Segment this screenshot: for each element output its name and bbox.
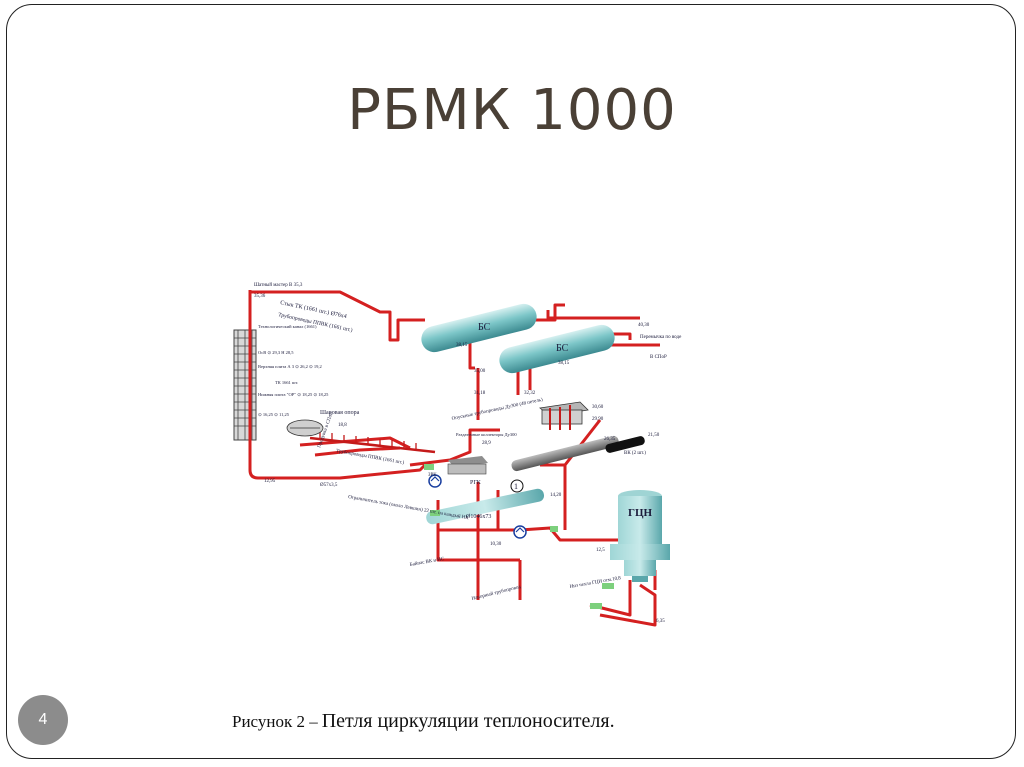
black-header	[605, 436, 645, 453]
label-side-1: ОсВ ⊙ 29,3 Н 28,5	[258, 350, 294, 356]
label-elev-125: 12,5	[596, 548, 605, 553]
label-elev-1030: 10,30	[490, 542, 502, 547]
reactor-core-stack	[233, 329, 257, 441]
downcomer-manifold	[539, 401, 589, 430]
label-elev-3815b: 38,15	[558, 361, 570, 366]
label-to-sspr: В СПоР	[650, 355, 667, 360]
label-d57: Ø57x3,5	[320, 483, 338, 488]
steam-separator-1	[421, 303, 537, 353]
circulation-loop-diagram: БС БС ГЦН 1	[233, 283, 682, 627]
page-number-badge: 4	[18, 695, 68, 745]
slide-frame	[6, 4, 1016, 759]
pump-label: ГЦН	[628, 507, 653, 519]
label-rgk: РГК	[470, 480, 482, 486]
main-circulation-pump	[610, 490, 670, 582]
label-side-3: ТК 1661 шт.	[275, 380, 298, 385]
separator-1-label: БС	[478, 322, 491, 333]
label-vk: ВК (2 шт.)	[624, 451, 646, 456]
label-per-water: Перемычка по воде	[640, 335, 682, 340]
label-side-2: Верхняя плита А 3 ⊙ 26,2 ⊙ 19,2	[258, 364, 322, 370]
label-elev-2890: 28,9	[482, 441, 491, 446]
caption-prefix: Рисунок 2 –	[232, 712, 318, 731]
label-top-mark: Шатный мастер В 35,3	[254, 283, 303, 288]
spherical-support	[286, 419, 324, 437]
label-elev-2150: 21,50	[648, 433, 660, 438]
label-sharik: Шаровая опора	[320, 410, 360, 416]
label-elev-188: 18,8	[338, 423, 347, 428]
slide-title: РБМК 1000	[347, 78, 677, 143]
label-elev-1295: 12,95	[264, 479, 276, 484]
label-elev-4030: 40,30	[638, 323, 650, 328]
label-side-4: Нижняя плита "ОР" ⊙ 18,25 ⊙ 18,25	[258, 392, 329, 398]
label-elev-3500: 35,00	[474, 369, 486, 374]
label-collector: Раздаточные коллекторы Ду300	[456, 432, 517, 437]
distribution-header	[309, 432, 436, 454]
valve-icons	[424, 464, 614, 609]
figure-caption: Рисунок 2 – Петля циркуляции теплоносите…	[232, 710, 615, 733]
label-zrk: ЗРК	[428, 473, 437, 478]
label-main-pipe: Ø1046x73	[466, 514, 491, 520]
circle-marker-label: 1	[514, 482, 518, 491]
label-elev-3232: 32,32	[524, 391, 536, 396]
steam-separator-2	[499, 324, 615, 374]
label-elev-3118: 31,18	[474, 391, 486, 396]
label-elev-3060: 30,60	[592, 405, 604, 410]
label-elev-2990: 29,90	[592, 417, 604, 422]
label-side-5: ⊙ 16,25 ⊙ 11,25	[258, 412, 290, 418]
separator-2-label: БС	[556, 343, 569, 354]
pressure-header-main	[426, 488, 545, 525]
pressure-header-vk	[511, 435, 619, 472]
label-elev-2635: 26,35	[604, 437, 616, 442]
label-elev-3815: 38,15	[456, 343, 468, 348]
label-bypass: Байпас ВК и НС	[409, 557, 445, 568]
label-elev-1420: 14,20	[550, 493, 562, 498]
rgk-unit	[447, 456, 488, 475]
label-tech-channel: Технологический канал (1661)	[258, 324, 317, 329]
label-top-elev: 35,36	[254, 294, 266, 299]
label-elev-635: 6,35	[656, 619, 665, 624]
caption-text: Петля циркуляции теплоносителя.	[321, 710, 615, 732]
label-lower-pipes: Трубопроводы ППВК (1661 шт.)	[336, 449, 405, 466]
label-downcomer: Опускные трубопроводы Ду300 (48 петель)	[451, 398, 543, 422]
